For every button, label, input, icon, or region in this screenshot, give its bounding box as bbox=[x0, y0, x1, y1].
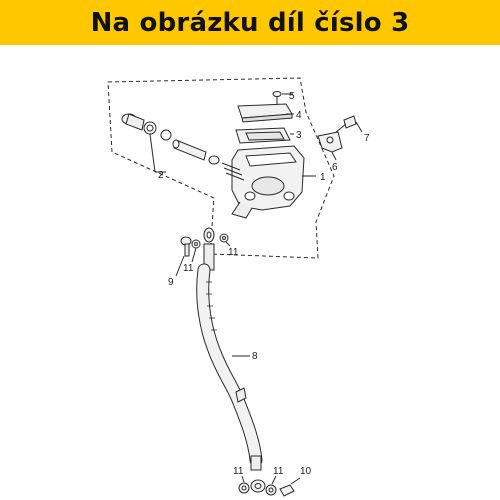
banjo-bolt-part-9 bbox=[175, 236, 192, 277]
bolt-part-7 bbox=[335, 115, 363, 133]
brake-hose-part-8 bbox=[196, 227, 263, 471]
label-part-2: 2 bbox=[158, 170, 164, 181]
washer-part-11-lower-right bbox=[265, 475, 277, 496]
label-part-1: 1 bbox=[320, 172, 326, 183]
master-cylinder-body-part-1 bbox=[231, 145, 316, 219]
label-part-11-a: 11 bbox=[228, 247, 239, 258]
bolt-part-10 bbox=[279, 477, 301, 497]
label-part-7: 7 bbox=[364, 133, 370, 144]
banjo-fitting bbox=[250, 479, 266, 493]
assembly-outline bbox=[107, 77, 335, 259]
diaphragm-part-3 bbox=[235, 127, 294, 144]
washer-part-11-upper-left bbox=[191, 239, 201, 263]
washer-part-11-upper-right bbox=[219, 233, 231, 247]
piston-kit-part-2 bbox=[121, 113, 245, 181]
cover-part-4 bbox=[237, 103, 294, 123]
label-part-11-d: 11 bbox=[273, 466, 284, 477]
title-banner: Na obrázku díl číslo 3 bbox=[0, 0, 500, 45]
banner-title: Na obrázku díl číslo 3 bbox=[90, 7, 410, 38]
label-part-5: 5 bbox=[289, 91, 295, 102]
label-part-6: 6 bbox=[332, 162, 338, 173]
label-part-3: 3 bbox=[296, 130, 302, 141]
washer-part-11-lower-left bbox=[238, 475, 250, 494]
clamp-part-6 bbox=[317, 131, 343, 161]
label-part-11-b: 11 bbox=[183, 263, 194, 274]
label-part-4: 4 bbox=[296, 110, 302, 121]
label-part-10: 10 bbox=[300, 466, 312, 477]
label-part-8: 8 bbox=[252, 351, 258, 362]
label-part-11-c: 11 bbox=[233, 466, 244, 477]
label-part-9: 9 bbox=[168, 277, 174, 288]
